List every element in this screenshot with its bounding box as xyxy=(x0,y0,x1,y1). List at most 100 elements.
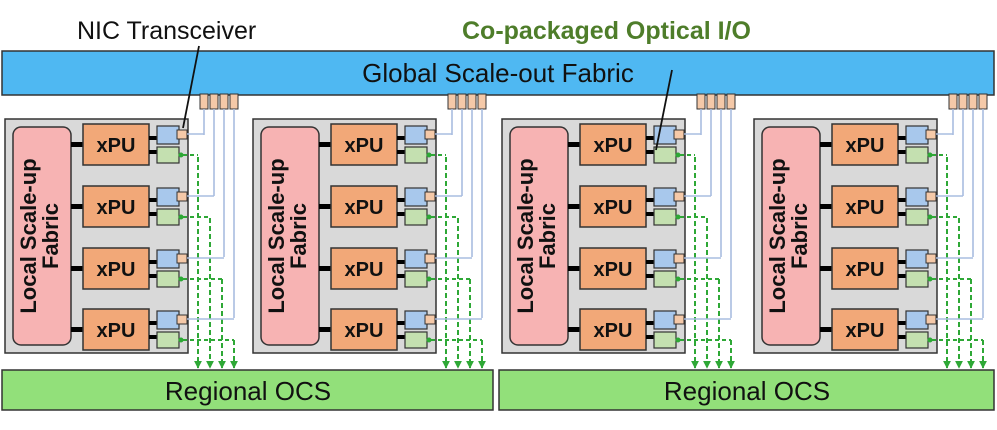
cpo-module xyxy=(653,270,677,288)
transceiver-port xyxy=(673,314,685,325)
electrical-link-cpo xyxy=(646,212,654,216)
global-fabric-label: Global Scale-out Fabric xyxy=(362,58,634,88)
regional-ocs-bar-left xyxy=(1,369,494,411)
xpu-label: xPU xyxy=(594,320,633,342)
xpu-label: xPU xyxy=(97,259,136,281)
cpo-module xyxy=(404,331,428,349)
electrical-link-cpo xyxy=(898,212,906,216)
electrical-link-cpo xyxy=(898,274,906,278)
local-fabric-label-line1: Local Scale-up xyxy=(264,158,289,313)
regional-ocs-label-left: Regional OCS xyxy=(165,376,331,406)
cpo-optical-port xyxy=(178,276,184,282)
global-fabric-bar xyxy=(1,50,995,96)
xpu-label: xPU xyxy=(345,259,384,281)
cpo-module xyxy=(156,146,180,164)
cpo-optical-port xyxy=(178,337,184,343)
local-fabric-label-line1: Local Scale-up xyxy=(513,158,538,313)
compute-blocks: Local Scale-up Fabric xPU xPU xPU xPU Local Sc… xyxy=(4,93,988,369)
cpo-module xyxy=(156,331,180,349)
electrical-link-fabric xyxy=(319,204,331,209)
fabric-port xyxy=(467,93,477,110)
cpo-optical-port xyxy=(927,337,933,343)
cpo-module xyxy=(905,208,929,226)
xpu-label: xPU xyxy=(345,320,384,342)
transceiver-port xyxy=(424,253,436,264)
transceiver-port xyxy=(673,253,685,264)
transceiver-port xyxy=(176,191,188,202)
regional-ocs-label-right: Regional OCS xyxy=(664,376,830,406)
fabric-port xyxy=(477,93,487,110)
xpu-label: xPU xyxy=(97,135,136,157)
electrical-link-nic xyxy=(149,321,157,325)
electrical-link-nic xyxy=(397,136,405,140)
cpo-optical-port xyxy=(426,152,432,158)
transceiver-port xyxy=(176,314,188,325)
nic-module xyxy=(404,249,428,269)
electrical-link-cpo xyxy=(397,212,405,216)
copackaged-optical-io-pointer xyxy=(655,69,673,151)
nic-transceiver-pointer xyxy=(182,45,200,129)
cpo-optical-port xyxy=(675,152,681,158)
nic-module xyxy=(156,187,180,207)
electrical-link-fabric xyxy=(319,142,331,147)
local-fabric-label-line1: Local Scale-up xyxy=(765,158,790,313)
xpu-label: xPU xyxy=(594,259,633,281)
fabric-port xyxy=(696,93,706,110)
electrical-link-nic xyxy=(397,198,405,202)
transceiver-port xyxy=(424,314,436,325)
local-fabric-label-line2: Fabric xyxy=(38,203,63,269)
xpu-box xyxy=(831,247,899,290)
nic-transceiver-label: NIC Transceiver xyxy=(77,17,256,45)
electrical-link-nic xyxy=(898,136,906,140)
transceiver-port xyxy=(176,253,188,264)
cpo-optical-port xyxy=(927,276,933,282)
electrical-link-fabric xyxy=(319,327,331,332)
electrical-link-fabric xyxy=(319,266,331,271)
xpu-box xyxy=(579,308,647,351)
cpo-optical-port xyxy=(426,214,432,220)
transceiver-port xyxy=(424,191,436,202)
electrical-link-fabric xyxy=(568,204,580,209)
cpo-optical-port xyxy=(927,152,933,158)
electrical-link-cpo xyxy=(898,335,906,339)
xpu-label: xPU xyxy=(846,135,885,157)
nic-module xyxy=(653,187,677,207)
xpu-box xyxy=(82,185,150,228)
nic-module xyxy=(404,125,428,145)
local-fabric-box xyxy=(12,126,72,346)
xpu-box xyxy=(330,247,398,290)
nic-module xyxy=(905,249,929,269)
fabric-port xyxy=(209,93,219,110)
xpu-label: xPU xyxy=(594,197,633,219)
nic-module xyxy=(404,187,428,207)
xpu-box xyxy=(82,308,150,351)
fabric-port xyxy=(978,93,988,110)
fabric-port xyxy=(219,93,229,110)
xpu-box xyxy=(82,123,150,166)
fabric-port xyxy=(706,93,716,110)
xpu-label: xPU xyxy=(846,259,885,281)
nic-module xyxy=(905,187,929,207)
electrical-link-fabric xyxy=(568,266,580,271)
transceiver-port xyxy=(673,129,685,140)
cpo-optical-port xyxy=(426,276,432,282)
cpo-module xyxy=(653,208,677,226)
xpu-box xyxy=(330,185,398,228)
xpu-box xyxy=(831,185,899,228)
fabric-port xyxy=(229,93,239,110)
electrical-link-fabric xyxy=(71,204,83,209)
electrical-link-fabric xyxy=(820,266,832,271)
cpo-optical-port xyxy=(178,214,184,220)
electrical-link-nic xyxy=(898,321,906,325)
electrical-link-nic xyxy=(646,321,654,325)
nic-module xyxy=(905,310,929,330)
cpo-optical-port xyxy=(675,337,681,343)
electrical-link-cpo xyxy=(149,212,157,216)
fabric-port xyxy=(716,93,726,110)
nic-module xyxy=(653,310,677,330)
cpo-module xyxy=(905,270,929,288)
cpo-module xyxy=(404,208,428,226)
